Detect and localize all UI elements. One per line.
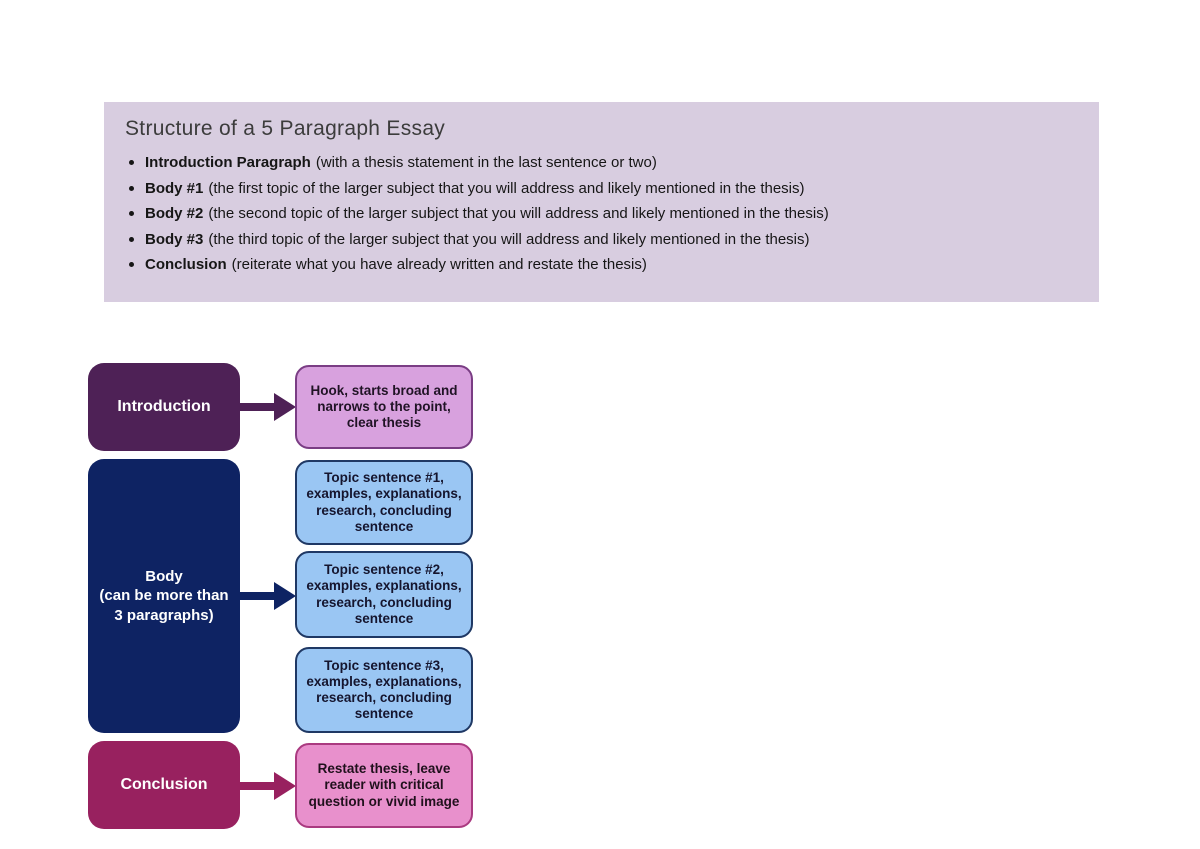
list-item-conclusion: Conclusion (reiterate what you have alre…: [127, 252, 829, 278]
bullet-label: Introduction Paragraph: [145, 154, 311, 172]
detail-box-restate: Restate thesis, leave reader with critic…: [295, 743, 473, 828]
list-item-body-3: Body #3 (the third topic of the larger s…: [127, 227, 829, 253]
detail-text: Topic sentence #1, examples, explanation…: [306, 470, 462, 534]
bullet-label: Body #3: [145, 230, 204, 248]
detail-text: Topic sentence #3, examples, explanation…: [306, 657, 462, 722]
bullet-icon: [129, 185, 134, 191]
bullet-icon: [129, 211, 134, 217]
detail-box-topic-3: Topic sentence #3, examples, explanation…: [295, 647, 473, 733]
page-title: Structure of a 5 Paragraph Essay: [125, 117, 446, 140]
bullet-text: (the first topic of the larger subject t…: [208, 179, 805, 197]
right-arrow-icon: [238, 582, 296, 610]
essay-structure-panel: Structure of a 5 Paragraph Essay Introdu…: [104, 102, 1099, 302]
list-item-body-2: Body #2 (the second topic of the larger …: [127, 201, 829, 227]
stage-box-conclusion: Conclusion: [88, 741, 240, 829]
list-item-body-1: Body #1 (the first topic of the larger s…: [127, 176, 829, 202]
detail-box-topic-2: Topic sentence #2, examples, explanation…: [295, 551, 473, 638]
list-item-introduction: Introduction Paragraph (with a thesis st…: [127, 150, 829, 176]
detail-text: Restate thesis, leave reader with critic…: [308, 761, 460, 809]
stage-label: Body (can be more than 3 paragraphs): [99, 568, 229, 624]
detail-text: Topic sentence #2, examples, explanation…: [306, 562, 462, 626]
detail-box-hook: Hook, starts broad and narrows to the po…: [295, 365, 473, 449]
essay-structure-list: Introduction Paragraph (with a thesis st…: [127, 150, 829, 278]
stage-label: Conclusion: [120, 776, 208, 793]
right-arrow-icon: [238, 393, 296, 421]
stage-label: Introduction: [117, 398, 211, 415]
stage-box-introduction: Introduction: [88, 363, 240, 451]
detail-text: Hook, starts broad and narrows to the po…: [310, 382, 458, 431]
bullet-label: Body #2: [145, 205, 204, 223]
bullet-label: Body #1: [145, 179, 204, 197]
bullet-label: Conclusion: [145, 256, 227, 274]
stage-box-body: Body (can be more than 3 paragraphs): [88, 459, 240, 733]
bullet-icon: [129, 236, 134, 242]
bullet-icon: [129, 262, 134, 268]
right-arrow-icon: [238, 772, 296, 800]
bullet-text: (reiterate what you have already written…: [231, 256, 647, 274]
detail-box-topic-1: Topic sentence #1, examples, explanation…: [295, 460, 473, 545]
bullet-text: (the third topic of the larger subject t…: [208, 230, 810, 248]
bullet-text: (with a thesis statement in the last sen…: [315, 154, 657, 172]
bullet-icon: [129, 160, 134, 166]
bullet-text: (the second topic of the larger subject …: [208, 205, 829, 223]
